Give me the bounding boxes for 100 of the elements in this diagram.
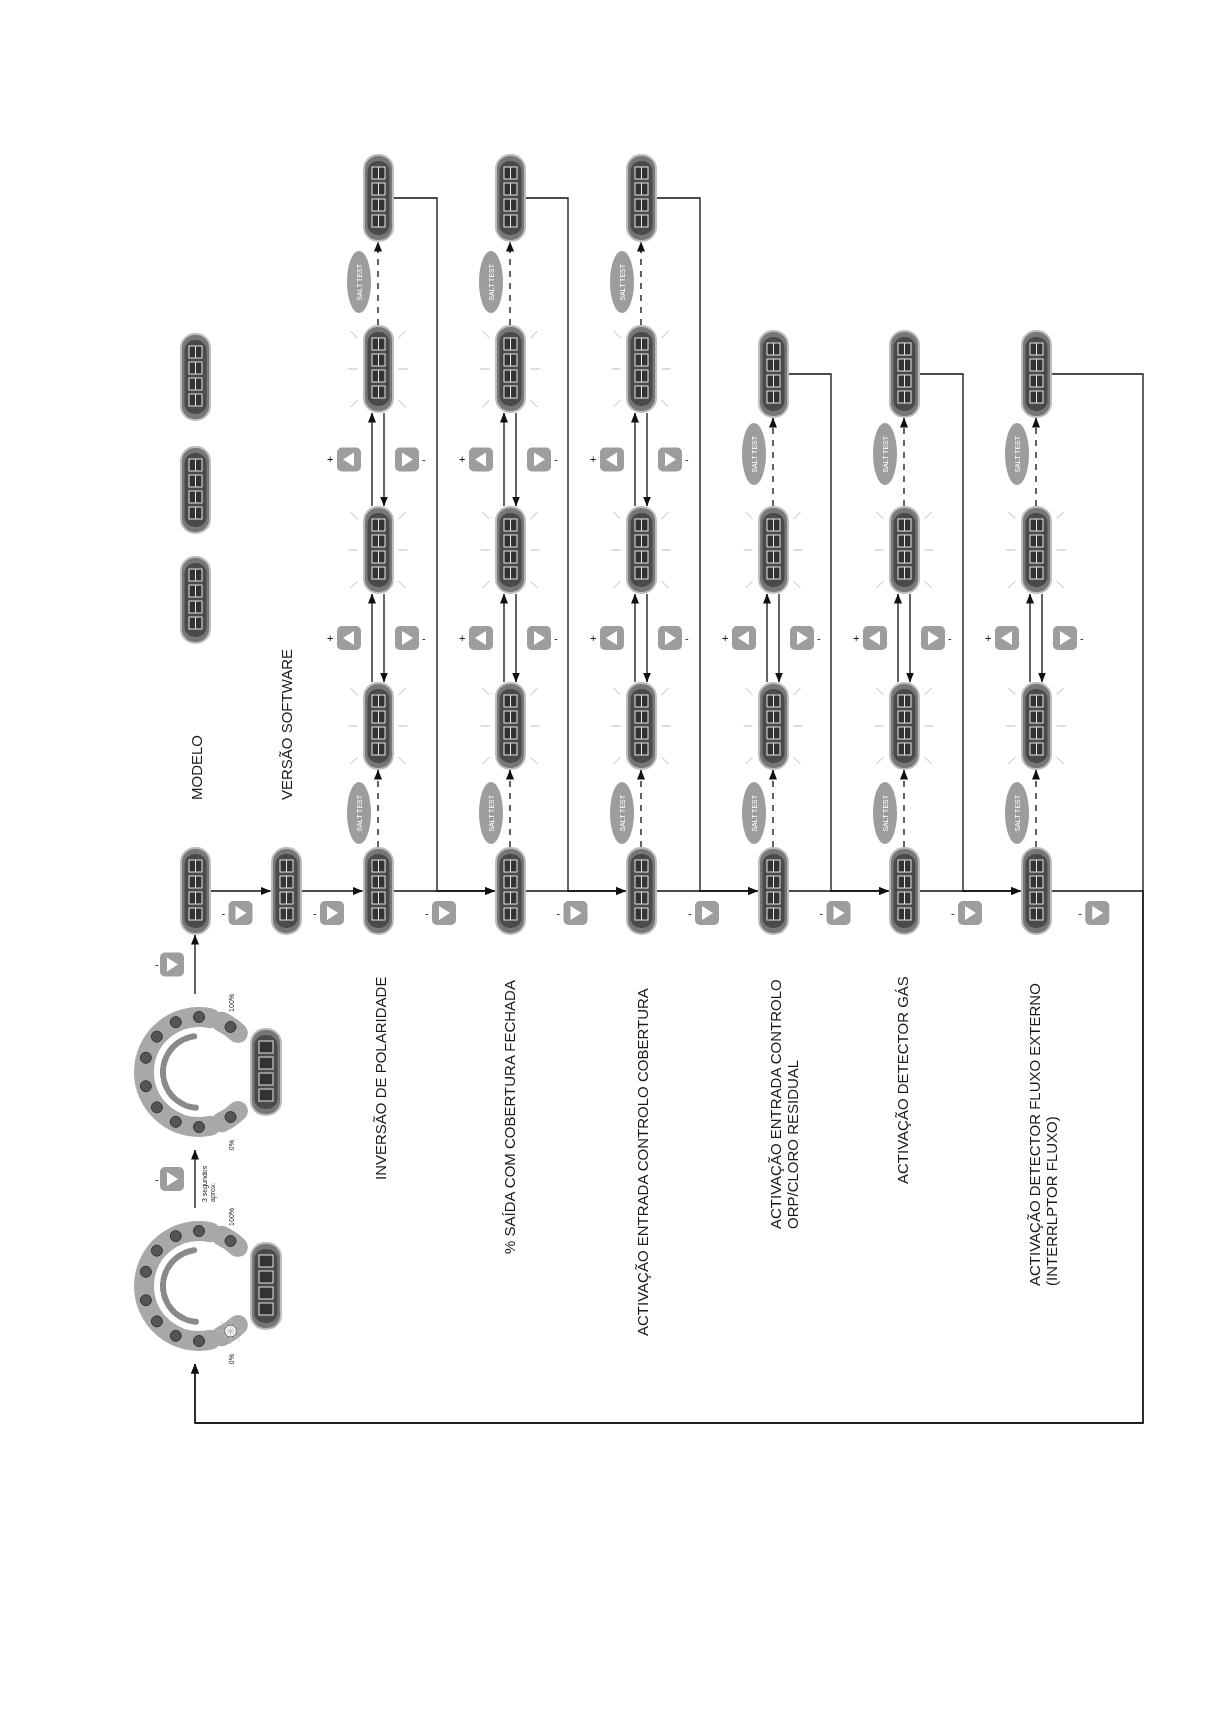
button-sign: + (327, 454, 334, 465)
arrow (368, 412, 376, 507)
button-sign: + (985, 632, 992, 644)
led-display (625, 154, 657, 242)
arrow (524, 887, 627, 895)
arrow (512, 412, 520, 507)
button-sign: + (327, 632, 334, 644)
arrow (769, 769, 777, 848)
led-display (757, 330, 789, 418)
led-display (1020, 847, 1052, 935)
arrow (1038, 593, 1046, 683)
led-display (757, 847, 789, 935)
led-display (270, 847, 302, 935)
arrow (900, 769, 908, 848)
led-display (362, 847, 394, 935)
arrow (374, 769, 382, 848)
led-display (362, 682, 394, 770)
step-title: ACTIVAÇÃO DETECTOR FLUXO EXTERNO (INTERRLPTOR FLUXO) (1025, 982, 1060, 1286)
led-display (757, 506, 789, 594)
button-sign: - (425, 907, 429, 919)
button-sign: + (590, 632, 597, 644)
led-display (1020, 682, 1052, 770)
step-title: INVERSÃO DE POLARIDADE (371, 975, 389, 1180)
button-sign: - (819, 907, 824, 919)
button-sign: - (554, 632, 558, 644)
button-sign: - (1080, 632, 1084, 644)
step-title: MODELO (187, 734, 205, 800)
led-display (494, 154, 526, 242)
step-title: VERSÃO SOFTWARE (277, 647, 295, 800)
arrow (392, 887, 496, 895)
button-sign: - (155, 959, 159, 970)
arrow (906, 593, 914, 683)
arrow (1032, 417, 1040, 507)
button-sign: + (459, 632, 466, 644)
arrow (637, 769, 645, 848)
arrow (769, 417, 777, 507)
led-display (494, 682, 526, 770)
button-sign: + (459, 454, 466, 465)
led-display (362, 154, 394, 242)
led-display (625, 682, 657, 770)
button-sign: - (688, 907, 692, 919)
button-sign: - (155, 1173, 159, 1185)
button-sign: - (951, 907, 955, 919)
button-sign: - (422, 454, 426, 465)
led-display (494, 847, 526, 935)
button-sign: + (853, 632, 860, 644)
arrow (374, 241, 382, 326)
button-sign: + (590, 454, 597, 465)
button-sign: - (221, 907, 226, 919)
button-sign: + (722, 632, 729, 644)
led-display (888, 506, 920, 594)
arrow (787, 887, 890, 895)
arrow (637, 241, 645, 326)
led-display (625, 847, 657, 935)
led-display (888, 847, 920, 935)
arrow (191, 890, 1144, 1424)
arrow (209, 887, 272, 895)
arrow (191, 1149, 199, 1209)
button-sign: - (685, 632, 689, 644)
arrow (506, 769, 514, 848)
button-sign: - (313, 907, 317, 919)
led-display (625, 506, 657, 594)
arrow (500, 412, 508, 507)
led-display (1020, 330, 1052, 418)
arrow (775, 593, 783, 683)
arrow (631, 593, 639, 683)
led-display (179, 446, 211, 534)
arrow (191, 934, 199, 995)
arrow (763, 593, 771, 683)
button-sign: - (1078, 907, 1082, 919)
led-display (494, 325, 526, 413)
arrow (1026, 593, 1034, 683)
button-sign: - (948, 632, 952, 644)
arrow (300, 887, 364, 895)
step-title: ACTIVAÇÃO ENTRADA CONTROLO ORP/CLORO RESIDUAL (766, 978, 801, 1229)
button-sign: - (556, 907, 561, 919)
arrow (655, 887, 759, 895)
led-display (1020, 506, 1052, 594)
button-sign: - (554, 454, 558, 465)
arrow (506, 241, 514, 326)
arrow (900, 417, 908, 507)
arrow (380, 593, 388, 683)
step-title: ACTIVAÇÃO ENTRADA CONTROLO COBERTURA (633, 987, 651, 1336)
arrow (643, 412, 651, 507)
led-display (888, 682, 920, 770)
arrow (512, 593, 520, 683)
arrow (894, 593, 902, 683)
led-display (362, 506, 394, 594)
led-display (179, 847, 211, 935)
button-sign: - (685, 454, 689, 465)
step-title: ACTIVAÇÃO DETECTOR GÁS (893, 975, 911, 1184)
arrow (643, 593, 651, 683)
arrow (380, 412, 388, 507)
arrow (918, 887, 1022, 895)
led-display (179, 333, 211, 421)
led-display (625, 325, 657, 413)
led-display (179, 556, 211, 644)
arrow (1032, 769, 1040, 848)
step-title: % SAÍDA COM COBERTURA FECHADA (500, 979, 518, 1254)
led-display (757, 682, 789, 770)
